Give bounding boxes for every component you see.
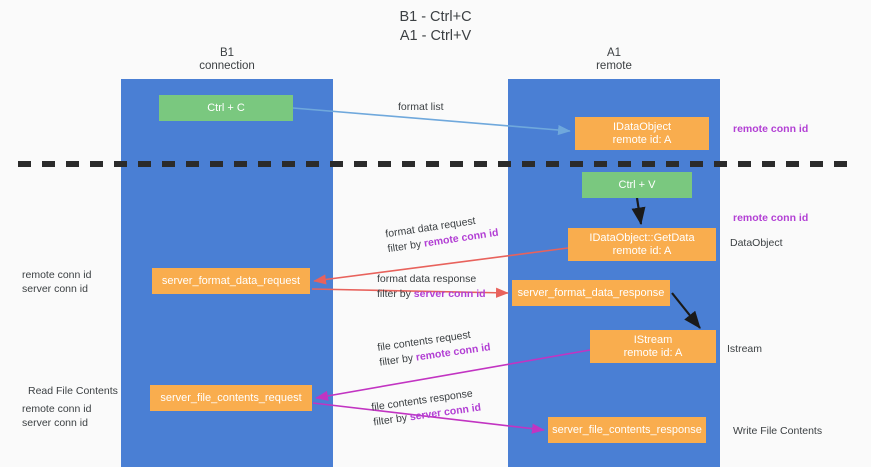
box-server-file-contents-request-label: server_file_contents_request [160, 391, 302, 404]
annotation-left-server-conn-id: server conn id [22, 283, 88, 295]
box-getdata-label: IDataObject::GetData [589, 231, 695, 244]
edge-label-format-list-text: format list [398, 101, 444, 113]
annotation-left-remote-conn-id-2: remote conn id [22, 403, 92, 415]
box-server-file-contents-response-label: server_file_contents_response [552, 423, 702, 436]
edge-label-format-data-response-text: format data response [377, 273, 477, 285]
page-title: B1 - Ctrl+C A1 - Ctrl+V [0, 8, 871, 46]
column-header-a1-role: remote [596, 60, 632, 72]
edge-label-format-list: format list [398, 100, 444, 115]
edge-label-format-data-response-filter: filter by server conn id [377, 288, 486, 300]
annotation-left-conn-ids: remote conn id server conn id [22, 268, 91, 296]
box-ctrl-v[interactable]: Ctrl + V [582, 172, 692, 198]
box-ctrl-v-label: Ctrl + V [618, 178, 656, 191]
box-server-file-contents-response[interactable]: server_file_contents_response [548, 417, 706, 443]
column-header-b1-name: B1 [219, 47, 235, 59]
annotation-left-conn-ids-2: remote conn id server conn id [22, 402, 91, 430]
box-server-file-contents-request[interactable]: server_file_contents_request [150, 385, 312, 411]
box-istream-sub: remote id: A [623, 346, 683, 359]
box-getdata-sub: remote id: A [612, 244, 672, 257]
annotation-remote-conn-id-top: remote conn id [733, 123, 809, 135]
arrow-file-contents-request [315, 349, 591, 401]
annotation-istream: Istream [727, 343, 763, 355]
box-ctrl-c[interactable]: Ctrl + C [159, 95, 293, 121]
filter-key-server-conn-id: server conn id [413, 288, 486, 300]
box-server-format-data-request-label: server_format_data_request [161, 274, 301, 287]
box-server-format-data-response[interactable]: server_format_data_response [512, 280, 670, 306]
box-istream[interactable]: IStream remote id: A [590, 330, 716, 363]
arrow-format-data-response [311, 287, 509, 298]
box-idataobject-sub: remote id: A [612, 133, 672, 146]
box-server-format-data-request[interactable]: server_format_data_request [152, 268, 310, 294]
arrow-ctrlv-to-getdata [631, 197, 646, 226]
arrow-format-data-request [313, 247, 569, 285]
annotation-dataobject: DataObject [730, 237, 783, 249]
box-ctrl-c-label: Ctrl + C [207, 101, 245, 114]
annotation-write-file-contents: Write File Contents [733, 425, 823, 437]
column-header-a1: A1 remote [508, 47, 720, 73]
box-idataobject[interactable]: IDataObject remote id: A [575, 117, 709, 150]
arrow-file-contents-response [312, 402, 545, 434]
column-header-b1: B1 connection [121, 47, 333, 73]
title-line-1: B1 - Ctrl+C [399, 9, 472, 25]
box-idataobject-getdata[interactable]: IDataObject::GetData remote id: A [568, 228, 716, 261]
box-server-format-data-response-label: server_format_data_response [517, 286, 665, 299]
annotation-left-server-conn-id-2: server conn id [22, 417, 88, 429]
arrow-format-list [292, 107, 571, 136]
annotation-read-file-contents: Read File Contents [28, 385, 118, 397]
annotation-left-remote-conn-id: remote conn id [22, 269, 92, 281]
phase-divider-dashed-line [18, 161, 856, 167]
title-line-2: A1 - Ctrl+V [399, 28, 472, 44]
arrow-response-to-istream [671, 292, 701, 329]
edge-label-format-data-response: format data response filter by server co… [377, 272, 486, 302]
annotation-remote-conn-id-mid: remote conn id [733, 212, 809, 224]
column-header-a1-name: A1 [606, 47, 622, 59]
column-header-b1-role: connection [199, 60, 255, 72]
box-istream-label: IStream [633, 333, 673, 346]
box-idataobject-label: IDataObject [612, 120, 672, 133]
